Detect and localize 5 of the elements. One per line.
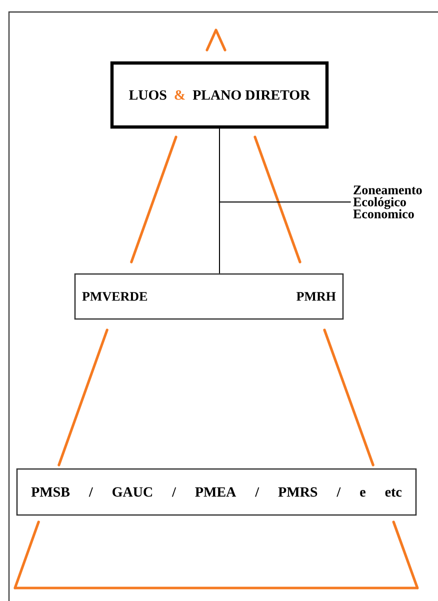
connector-line <box>219 128 352 202</box>
plan-box: PMVERDE PMRH <box>74 273 344 320</box>
zone-label: Zoneamento Ecológico Economico <box>353 186 422 218</box>
plan-list-box: PMSB / GAUC / PMEA / PMRS / e etc <box>16 468 417 516</box>
title-box: LUOS & PLANO DIRETOR <box>110 61 329 129</box>
